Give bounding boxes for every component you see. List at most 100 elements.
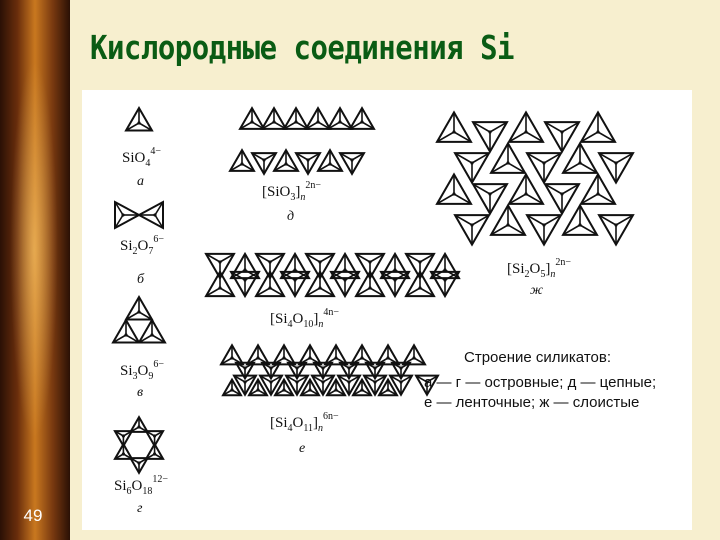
silicon-atom: [506, 223, 510, 227]
tetrahedron: [435, 110, 473, 143]
caption-line1: а — г — островные; д — цепные;: [424, 374, 656, 391]
tetrahedron: [245, 343, 271, 366]
silicon-atom: [293, 268, 297, 272]
tetrahedron-edge: [454, 152, 473, 164]
silicon-atom: [347, 366, 351, 370]
label-b: Si2O76−: [120, 234, 164, 257]
tetrahedron-edge: [419, 253, 435, 263]
silicon-atom: [399, 380, 403, 384]
silicon-atom: [272, 120, 276, 124]
tetrahedron-edge: [311, 374, 324, 383]
tetrahedron-edge: [335, 389, 346, 396]
tetrahedron-edge: [380, 271, 396, 281]
tetrahedron: [272, 148, 300, 172]
tetrahedron: [204, 269, 236, 298]
silicon-atom: [256, 388, 260, 392]
tetrahedron-edge: [154, 453, 164, 460]
silicon-atom: [560, 130, 564, 134]
silicon-atom: [137, 461, 141, 465]
tetrahedron: [294, 152, 322, 176]
silicon-atom: [343, 268, 347, 272]
tetrahedron-edge: [453, 131, 472, 143]
tetrahedron-edge: [307, 152, 321, 161]
tetrahedron-edge: [444, 271, 460, 281]
tetrahedron-edge: [305, 253, 321, 263]
tetrahedron-edge: [138, 311, 153, 321]
tetrahedron-edge: [322, 362, 333, 369]
tetrahedron-edge: [508, 131, 527, 143]
tetrahedron: [286, 361, 308, 381]
tetrahedron-edge: [344, 271, 360, 281]
tetrahedron-edge: [436, 131, 455, 143]
silicon-atom: [250, 120, 254, 124]
tetrahedron: [260, 106, 288, 130]
silicon-atom: [124, 333, 128, 337]
silicon-atom: [386, 356, 390, 360]
tetrahedron: [279, 251, 311, 280]
tetrahedron: [219, 343, 245, 366]
tetrahedron: [271, 343, 297, 366]
tetrahedron: [579, 110, 617, 143]
tetrahedron-edge: [526, 152, 545, 164]
slide-number: 49: [23, 506, 43, 525]
tetrahedron: [279, 270, 311, 299]
tetrahedron-edge: [114, 453, 124, 460]
silicon-atom: [318, 286, 322, 290]
tetrahedron-edge: [508, 193, 527, 205]
silicon-atom: [284, 162, 288, 166]
tetrahedron-edge: [454, 214, 473, 226]
tetrahedron-edge: [145, 430, 155, 437]
tetrahedron-edge: [239, 121, 253, 130]
tetrahedron-edge: [378, 389, 389, 396]
tetrahedron: [404, 269, 436, 298]
tetrahedron-edge: [615, 214, 634, 226]
silicon-atom: [316, 120, 320, 124]
tetrahedron: [525, 152, 563, 185]
tetrahedron: [250, 152, 278, 176]
silicon-atom: [614, 223, 618, 227]
tetrahedron-edge: [138, 122, 153, 132]
silicon-atom: [243, 278, 247, 282]
silicon-atom: [318, 260, 322, 264]
tetrahedron: [299, 377, 321, 397]
tetrahedron-edge: [389, 374, 402, 383]
silicon-atom: [240, 162, 244, 166]
tetrahedron-edge: [489, 183, 508, 195]
tetrahedron: [561, 141, 599, 174]
tetrahedron-edge: [270, 362, 281, 369]
caption-line2: е — ленточные; ж — слоистые: [424, 394, 639, 411]
tetrahedron-edge: [251, 152, 265, 161]
tetrahedron-edge: [405, 287, 421, 297]
silicon-atom: [282, 356, 286, 360]
tetrahedron-edge: [352, 389, 363, 396]
tetrahedron-edge: [112, 334, 127, 344]
tetrahedron-edge: [579, 224, 598, 236]
tetrahedron: [525, 214, 563, 247]
silicon-atom: [230, 356, 234, 360]
silicon-atom: [578, 223, 582, 227]
silicon-atom: [230, 388, 234, 392]
tetrahedron: [229, 251, 261, 280]
silicon-atom: [418, 286, 422, 290]
tetrahedron-edge: [274, 389, 285, 396]
tetrahedron-edge: [151, 334, 166, 344]
tetrahedron: [273, 377, 295, 397]
tetrahedron: [312, 361, 334, 381]
silicon-atom: [306, 158, 310, 162]
tetrahedron-edge: [269, 287, 285, 297]
letter-e: е: [299, 441, 305, 456]
tetrahedron: [136, 200, 164, 230]
tetrahedron: [471, 183, 509, 216]
tetrahedron-edge: [220, 357, 233, 366]
tetrahedron: [349, 343, 375, 366]
tetrahedron-edge: [270, 374, 283, 383]
silicon-atom: [338, 120, 342, 124]
silicon-atom: [243, 268, 247, 272]
tetrahedron: [429, 251, 461, 280]
tetrahedron-edge: [374, 362, 385, 369]
tetrahedron: [137, 317, 167, 344]
silicon-atom: [295, 380, 299, 384]
tetrahedron: [247, 377, 269, 397]
tetrahedron-edge: [248, 389, 259, 396]
silicon-atom: [560, 192, 564, 196]
